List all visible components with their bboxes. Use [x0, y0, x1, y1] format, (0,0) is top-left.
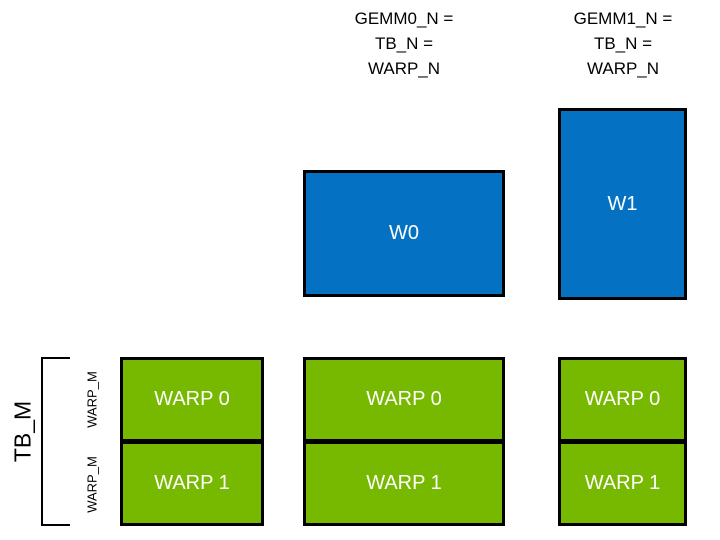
dimension-label-tb-m: TB_M [9, 400, 36, 463]
thread-block-cell-warp1: WARP 1 [303, 441, 505, 526]
dimension-label-warp-m-1: WARP_M [84, 456, 100, 513]
tb-m-bracket [41, 357, 70, 526]
thread-block-column-middle: WARP 0 WARP 1 [303, 357, 505, 526]
dimension-label-warp-m-0: WARP_M [84, 371, 100, 428]
thread-block-cell-warp0: WARP 0 [558, 357, 687, 442]
column-caption-gemm1: GEMM1_N = TB_N = WARP_N [573, 9, 673, 78]
thread-block-cell-warp0: WARP 0 [303, 357, 505, 442]
thread-block-cell-warp1: WARP 1 [558, 441, 687, 526]
warp-tile-w1: W1 [558, 108, 687, 300]
thread-block-column-left: WARP 0 WARP 1 [120, 357, 264, 526]
thread-block-cell-warp1: WARP 1 [120, 441, 264, 526]
column-caption-gemm0: GEMM0_N = TB_N = WARP_N [354, 9, 454, 78]
warp-tile-w0: W0 [303, 170, 505, 297]
thread-block-column-right: WARP 0 WARP 1 [558, 357, 687, 526]
thread-block-cell-warp0: WARP 0 [120, 357, 264, 442]
